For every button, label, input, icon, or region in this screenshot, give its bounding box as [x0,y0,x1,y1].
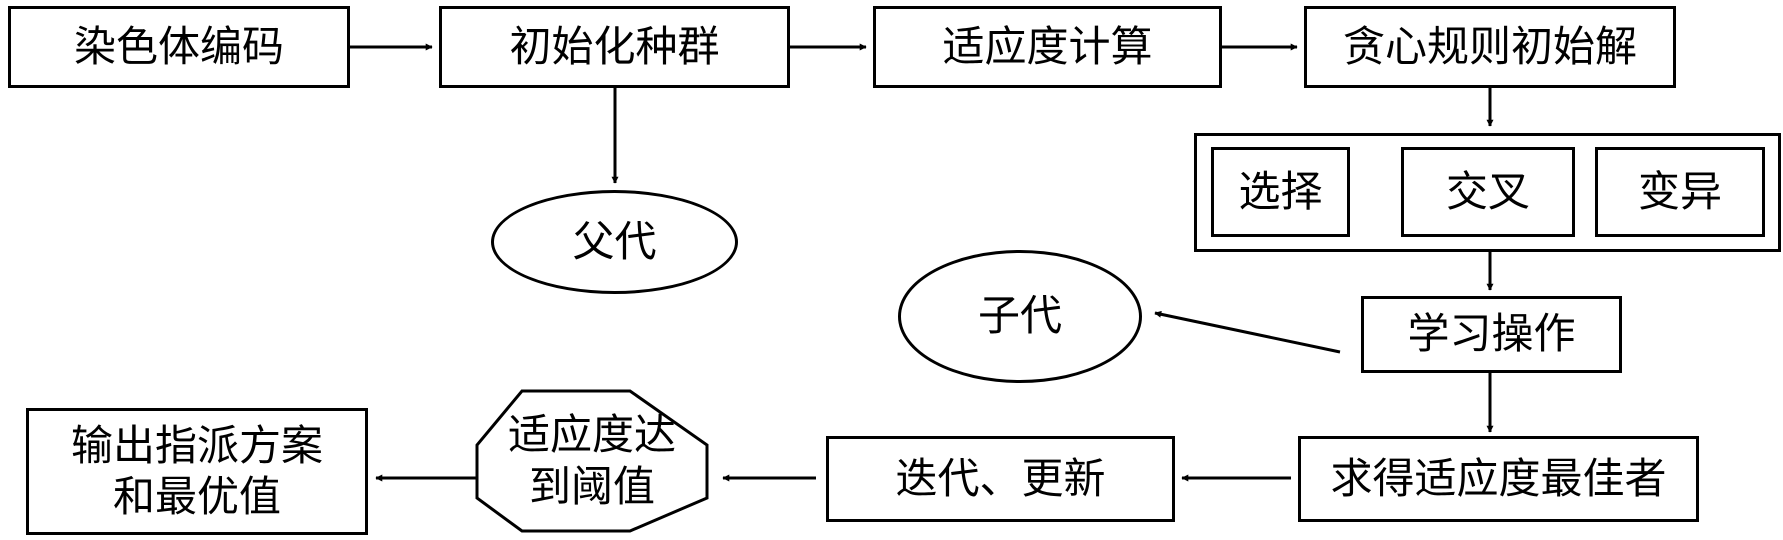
node-fitness-calc: 适应度计算 [873,6,1222,88]
threshold-line-1: 适应度达 [507,409,676,459]
threshold-line-2: 到阈值 [528,462,655,511]
node-chromosome-encoding: 染色体编码 [8,6,350,88]
output-line-2: 和最优值 [112,471,281,521]
node-parent: 父代 [491,190,738,294]
node-child: 子代 [898,250,1142,383]
node-best-fitness: 求得适应度最佳者 [1298,436,1699,522]
node-threshold-label: 适应度达 到阈值 [477,391,707,531]
output-line-1: 输出指派方案 [70,421,323,471]
threshold-octagon [475,389,709,533]
node-init-population: 初始化种群 [439,6,790,88]
arrow-learning-to-child [1154,310,1341,354]
node-iterate-update: 迭代、更新 [826,436,1175,522]
node-mutation: 变异 [1595,147,1765,237]
node-greedy-init: 贪心规则初始解 [1304,6,1676,88]
node-select: 选择 [1211,147,1350,237]
node-output: 输出指派方案 和最优值 [26,408,368,535]
node-learning: 学习操作 [1361,296,1622,373]
node-crossover: 交叉 [1401,147,1575,237]
